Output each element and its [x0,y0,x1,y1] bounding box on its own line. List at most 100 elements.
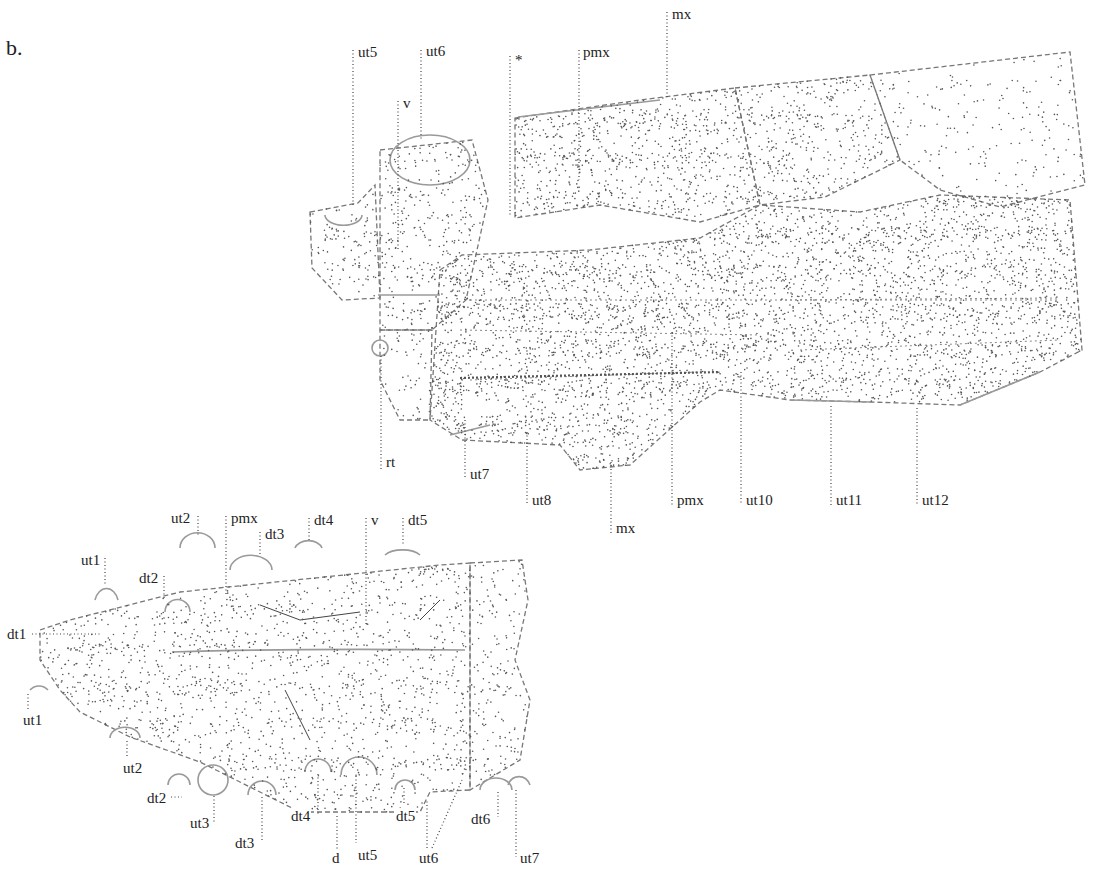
stipple-dot [810,93,812,95]
stipple-dot [676,160,678,162]
stipple-dot [893,87,895,89]
stipple-dot [406,328,408,330]
stipple-dot [412,285,414,287]
stipple-dot [457,274,459,276]
stipple-dot [858,150,860,152]
stipple-dot [433,273,435,275]
stipple-dot [441,192,443,194]
stipple-dot [724,91,726,93]
stipple-dot [782,180,784,182]
stipple-dot [742,158,744,160]
stipple-dot [767,191,769,193]
stipple-dot [442,219,444,221]
stipple-dot [569,184,571,186]
stipple-dot [757,201,759,203]
stipple-dot [673,201,675,203]
stipple-dot [461,286,463,288]
stipple-dot [928,247,930,249]
stipple-dot [865,145,867,147]
stipple-dot [785,267,787,269]
stipple-dot [599,126,601,128]
stipple-dot [609,345,611,347]
stipple-dot [387,169,389,171]
stipple-dot [681,150,683,152]
stipple-dot [452,263,454,265]
stipple-dot [746,162,748,164]
stipple-dot [337,235,339,237]
stipple-dot [622,192,624,194]
stipple-dot [588,128,590,130]
stipple-dot [428,330,430,332]
stipple-dot [1019,142,1021,144]
stipple-dot [768,141,770,143]
stipple-dot [582,135,584,137]
stipple-dot [383,348,385,350]
stipple-dot [655,112,657,114]
stipple-dot [324,262,326,264]
stipple-dot [421,269,423,271]
stipple-dot [810,197,812,199]
stipple-dot [689,181,691,183]
stipple-dot [803,133,805,135]
stipple-dot [424,235,426,237]
stipple-dot [583,135,585,137]
stipple-dot [459,230,461,232]
stipple-dot [429,218,431,220]
stipple-dot [422,302,424,304]
stipple-dot [738,141,740,143]
stipple-dot [747,92,749,94]
stipple-dot [398,266,400,268]
stipple-dot [688,186,690,188]
stipple-dot [1031,140,1033,142]
stipple-dot [373,276,375,278]
stipple-dot [675,212,677,214]
stipple-dot [577,205,579,207]
stipple-dot [939,167,941,169]
stipple-dot [613,143,615,145]
stipple-dot [562,125,564,127]
stipple-dot [816,126,818,128]
stipple-dot [470,216,472,218]
stipple-dot [388,248,390,250]
stipple-dot [1042,121,1044,123]
stipple-dot [370,250,372,252]
stipple-dot [695,174,697,176]
stipple-dot [733,186,735,188]
stipple-dot [429,390,431,392]
stipple-dot [445,277,447,279]
stipple-dot [819,175,821,177]
stipple-dot [367,279,369,281]
stipple-dot [677,167,679,169]
stipple-dot [622,180,624,182]
stipple-dot [1065,149,1067,151]
stipple-dot [888,164,890,166]
stipple-dot [791,142,793,144]
stipple-dot [881,134,883,136]
stipple-dot [862,166,864,168]
stipple-dot [640,155,642,157]
stipple-dot [690,94,692,96]
stipple-dot [869,160,871,162]
stipple-dot [391,291,393,293]
stipple-dot [983,151,985,153]
stipple-dot [677,118,679,120]
stipple-dot [349,277,351,279]
stipple-dot [1030,198,1032,200]
stipple-dot [1000,129,1002,131]
stipple-dot [842,128,844,130]
stipple-dot [1017,162,1019,164]
stipple-dot [323,250,325,252]
stipple-dot [573,154,575,156]
stipple-dot [871,118,873,120]
stipple-dot [792,130,794,132]
stipple-dot [563,118,565,120]
stipple-dot [607,184,609,186]
stipple-dot [389,155,391,157]
stipple-dot [616,166,618,168]
stipple-dot [600,109,602,111]
stipple-dot [420,303,422,305]
stipple-dot [355,219,357,221]
stipple-dot [584,113,586,115]
stipple-dot [783,150,785,152]
stipple-dot [736,138,738,140]
